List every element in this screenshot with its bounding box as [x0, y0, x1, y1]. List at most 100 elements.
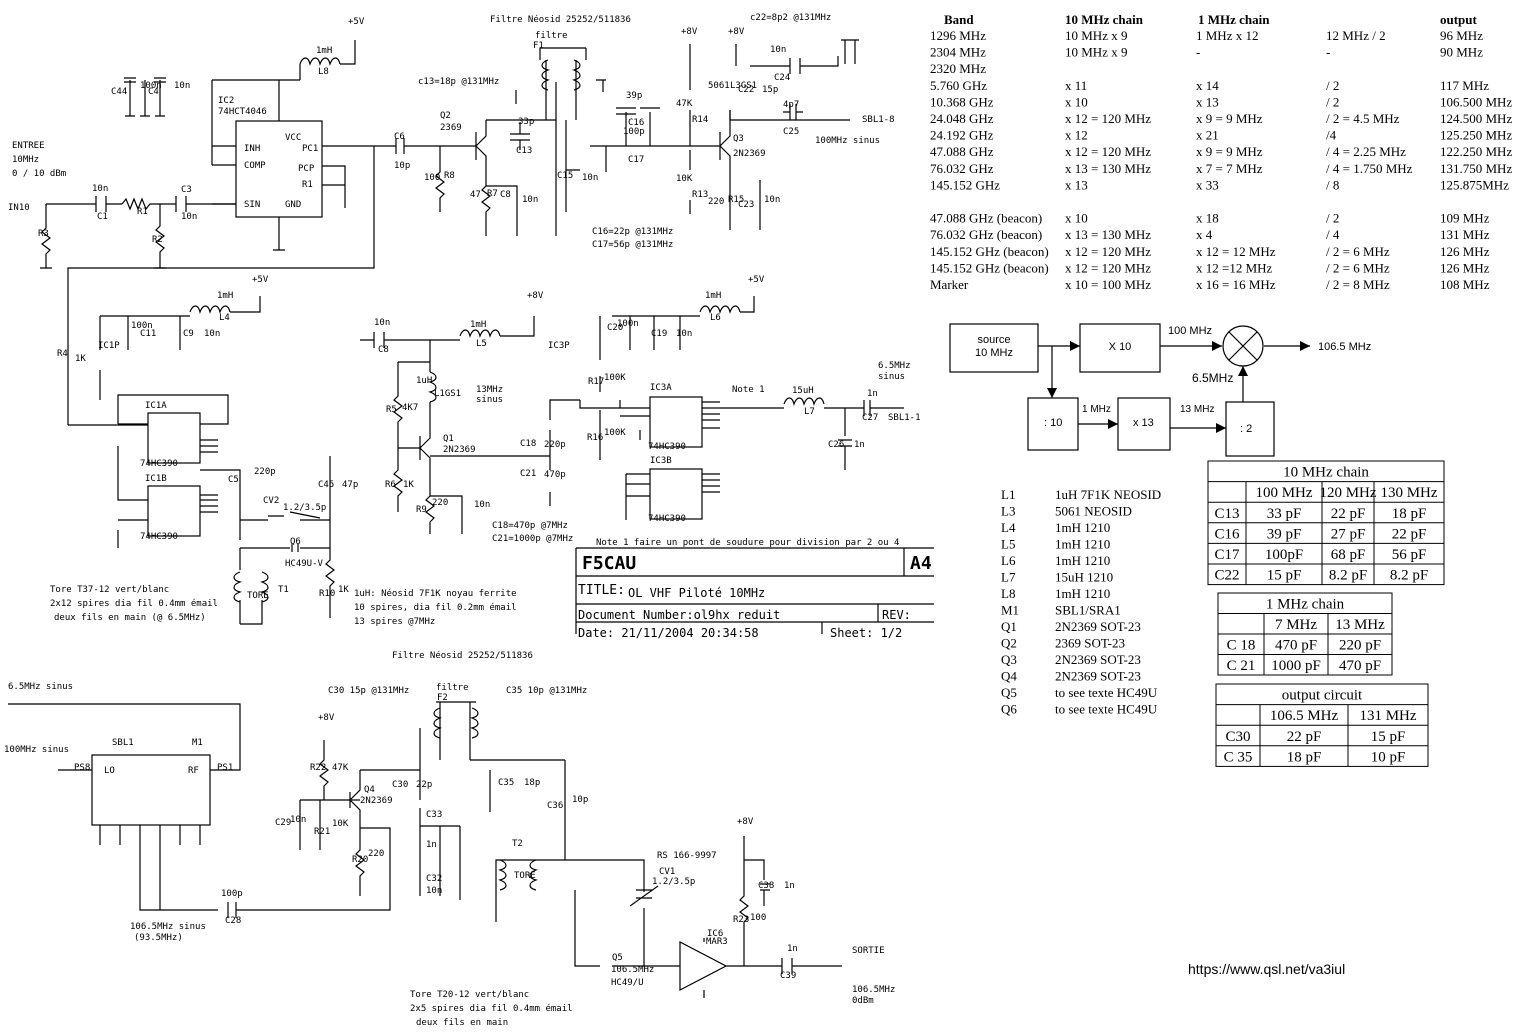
freq-table-cell: x 14: [1196, 78, 1219, 93]
component-label: Q2: [440, 111, 451, 121]
component-label: 100MHz sinus: [4, 745, 69, 755]
sheet-number: Sheet: 1/2: [830, 626, 902, 640]
schematic-title: OL VHF Piloté 10MHz: [628, 586, 765, 600]
freq-table-cell: x 16 = 16 MHz: [1196, 277, 1276, 292]
component-label: 10K: [332, 819, 349, 829]
component-label: 74HC390: [140, 459, 178, 469]
component-label: 106.5MHz: [852, 985, 895, 995]
component-label: F2: [437, 693, 448, 703]
component-label: C9: [183, 329, 194, 339]
part-value: 15uH 1210: [1055, 570, 1113, 585]
component-label: 1mH: [316, 46, 332, 56]
part-value: 1uH 7F1K NEOSID: [1055, 487, 1161, 502]
part-value: to see texte HC49U: [1055, 702, 1158, 717]
part-value: 5061 NEOSID: [1055, 504, 1132, 519]
component-label: 33p: [518, 117, 534, 127]
source-label: source: [977, 334, 1010, 346]
tout-cell: 22 pF: [1287, 729, 1322, 745]
freq-table-cell: 96 MHz: [1440, 28, 1483, 43]
component-label: R14: [692, 115, 708, 125]
t1-cell: C 18: [1227, 638, 1256, 654]
t10-cell: 130 MHz: [1380, 485, 1437, 501]
component-label: F1: [533, 41, 544, 51]
component-label: IC1B: [145, 474, 167, 484]
component-label: 100MHz sinus: [815, 136, 880, 146]
component-label: 220p: [254, 467, 276, 477]
component-label: L3GS1: [730, 81, 757, 91]
component-label: 100: [750, 913, 766, 923]
component-label: TORE: [247, 591, 269, 601]
t1-cell: 220 pF: [1339, 638, 1381, 654]
freq-table-cell: 145.152 GHz (beacon): [930, 244, 1049, 259]
component-label: C29: [275, 818, 291, 828]
component-label: 10n: [374, 318, 390, 328]
freq-table-cell: 125.250 MHz: [1440, 128, 1512, 143]
freq-table-cell: 145.152 GHz (beacon): [930, 260, 1049, 275]
freq-table-cell: /4: [1326, 128, 1337, 143]
tout-cell: 131 MHz: [1359, 708, 1416, 724]
component-label: R8: [444, 171, 455, 181]
freq-table-cell: 1 MHz x 12: [1196, 28, 1258, 43]
part-ref: L7: [1001, 570, 1016, 585]
freq-table-cell: 145.152 GHz: [930, 177, 1000, 192]
component-label: SBL1-8: [862, 115, 895, 125]
freq-table-cell: / 2: [1326, 78, 1339, 93]
freq-table-cell: 10 MHz x 9: [1065, 45, 1127, 60]
component-label: c13=18p @131MHz: [418, 77, 499, 87]
website-url: https://www.qsl.net/va3iul: [1188, 961, 1345, 977]
component-label: Q6: [290, 537, 301, 547]
freq-table-cell: Marker: [930, 277, 969, 292]
part-ref: L6: [1001, 553, 1016, 568]
part-ref: L1: [1001, 487, 1015, 502]
component-label: IC1P: [98, 341, 120, 351]
freq-table-cell: / 2 = 8 MHz: [1326, 277, 1390, 292]
component-label: R2: [152, 235, 163, 245]
component-label: TORE: [514, 871, 536, 881]
freq-table-cell: / 4 = 2.25 MHz: [1326, 144, 1406, 159]
component-label: C13: [516, 146, 532, 156]
component-label: C27: [862, 413, 878, 423]
freq-table-cell: x 13 = 130 MHz: [1065, 161, 1151, 176]
freq-table-cell: x 10: [1065, 211, 1088, 226]
freq-table-cell: 106.500 MHz: [1440, 94, 1512, 109]
tore20-line2: 2x5 spires dia fil 0.4mm émail: [410, 1003, 573, 1014]
component-label: 220: [708, 197, 724, 207]
component-label: R23: [733, 915, 749, 925]
freq-table-cell: 10 MHz x 9: [1065, 28, 1127, 43]
component-label: 2369: [440, 123, 462, 133]
freq-table-cell: 76.032 GHz: [930, 161, 994, 176]
component-label: Q3: [733, 134, 744, 144]
part-value: 2N2369 SOT-23: [1055, 619, 1141, 634]
component-label: 1n: [787, 944, 798, 954]
l1note-line1: 1uH: Néosid 7F1K noyau ferrite: [354, 588, 517, 599]
freq-table-cell: x 12 = 120 MHz: [1065, 244, 1151, 259]
part-ref: Q4: [1001, 669, 1017, 684]
component-label: 1mH: [217, 291, 233, 301]
freq-table-cell: 131 MHz: [1440, 227, 1490, 242]
freq-table-cell: -: [1196, 45, 1200, 60]
t10-cell: 8.2 pF: [1329, 568, 1367, 584]
c21-note: C21=1000p @7MHz: [492, 534, 573, 544]
component-label: SBL1: [112, 738, 134, 748]
tore20-line3: deux fils en main: [416, 1018, 508, 1028]
component-label: CV1: [659, 867, 675, 877]
component-label: 0dBm: [852, 996, 874, 1006]
part-value: 1mH 1210: [1055, 520, 1110, 535]
component-label: R15: [728, 195, 744, 205]
freq-table-cell: 2320 MHz: [930, 61, 986, 76]
part-ref: L3: [1001, 504, 1015, 519]
freq-table-cell: x 33: [1196, 177, 1219, 192]
component-label: LO: [104, 766, 115, 776]
freq-table-cell: 126 MHz: [1440, 260, 1490, 275]
t10-cell: 56 pF: [1392, 547, 1427, 563]
c17-note: C17=56p @131MHz: [592, 240, 673, 250]
part-ref: Q6: [1001, 702, 1017, 717]
freq-table-cell: x 12 = 120 MHz: [1065, 144, 1151, 159]
component-label: +5V: [252, 275, 269, 285]
freq-table-cell: x 11: [1065, 78, 1087, 93]
freq-table-cell: 131.750 MHz: [1440, 161, 1512, 176]
component-label: L8: [318, 67, 329, 77]
component-label: 10n: [290, 815, 306, 825]
part-ref: Q3: [1001, 652, 1017, 667]
